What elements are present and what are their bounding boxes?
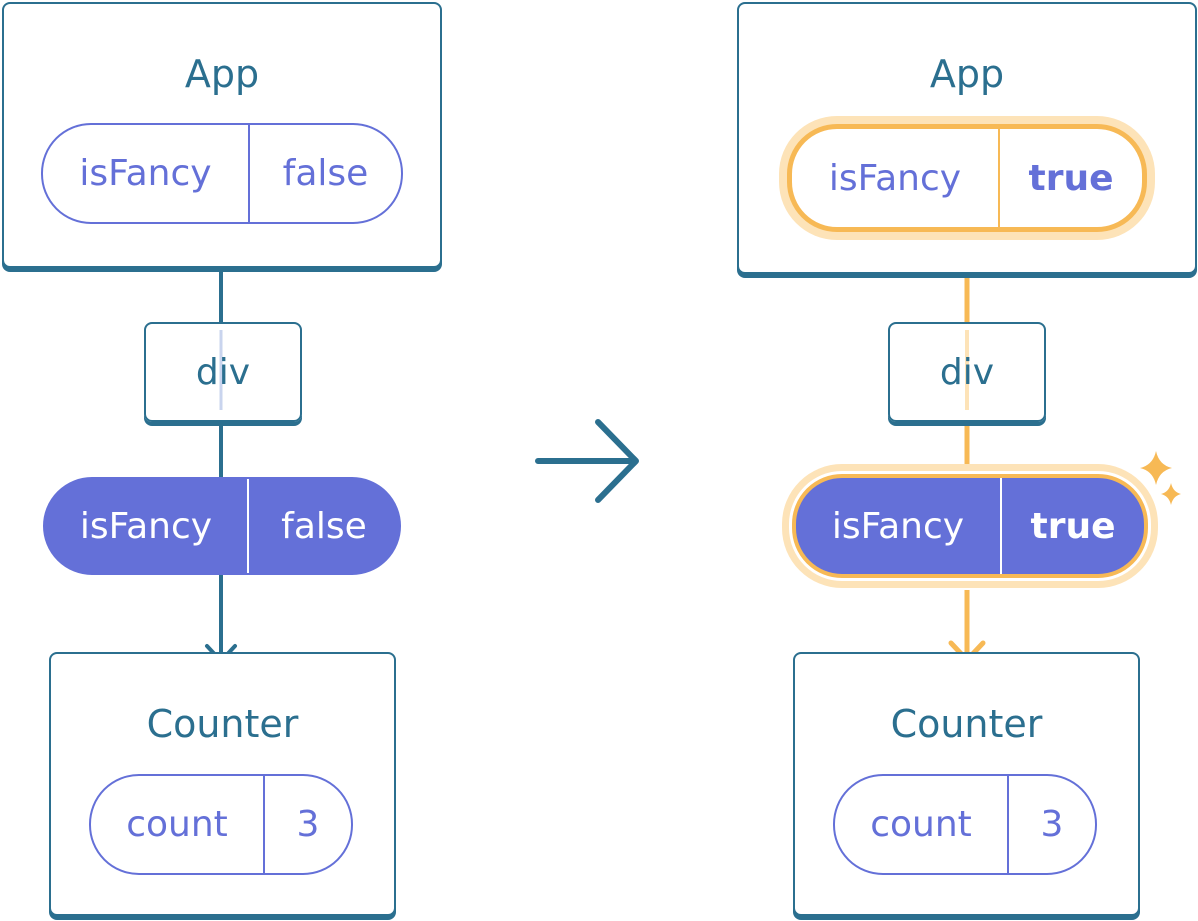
state-value: true <box>1028 157 1114 199</box>
counter-state-pill-before: count 3 <box>89 774 353 875</box>
sparkle-icon <box>1140 451 1181 505</box>
state-value: 3 <box>1040 804 1064 845</box>
arrow-right-icon <box>535 419 639 503</box>
prop-pill-before: isFancy false <box>43 477 401 575</box>
prop-value: false <box>281 505 367 547</box>
prop-pill-after: isFancy true <box>792 474 1148 578</box>
state-value: false <box>282 153 369 194</box>
pill-divider <box>247 479 249 573</box>
state-key: isFancy <box>828 157 962 199</box>
pill-divider <box>263 776 265 873</box>
counter-state-pill-after: count 3 <box>833 774 1097 875</box>
state-key: count <box>870 804 972 845</box>
app-state-pill-after: isFancy true <box>787 124 1147 232</box>
pill-divider <box>1000 478 1002 574</box>
state-key: count <box>126 804 228 845</box>
prop-value: true <box>1030 505 1116 547</box>
state-key: isFancy <box>79 153 212 194</box>
counter-title: Counter <box>890 702 1043 746</box>
pill-divider <box>1007 776 1009 873</box>
counter-title: Counter <box>146 702 299 746</box>
state-value: 3 <box>296 804 320 845</box>
div-node-after: div <box>888 322 1046 422</box>
prop-key: isFancy <box>79 505 213 547</box>
div-title: div <box>195 352 251 393</box>
pill-divider <box>998 129 1000 227</box>
app-title: App <box>929 52 1005 96</box>
app-title: App <box>184 52 260 96</box>
div-node-before: div <box>144 322 302 422</box>
prop-key: isFancy <box>831 505 965 547</box>
div-title: div <box>939 352 995 393</box>
pill-divider <box>248 125 250 222</box>
app-state-pill-before: isFancy false <box>41 123 403 224</box>
